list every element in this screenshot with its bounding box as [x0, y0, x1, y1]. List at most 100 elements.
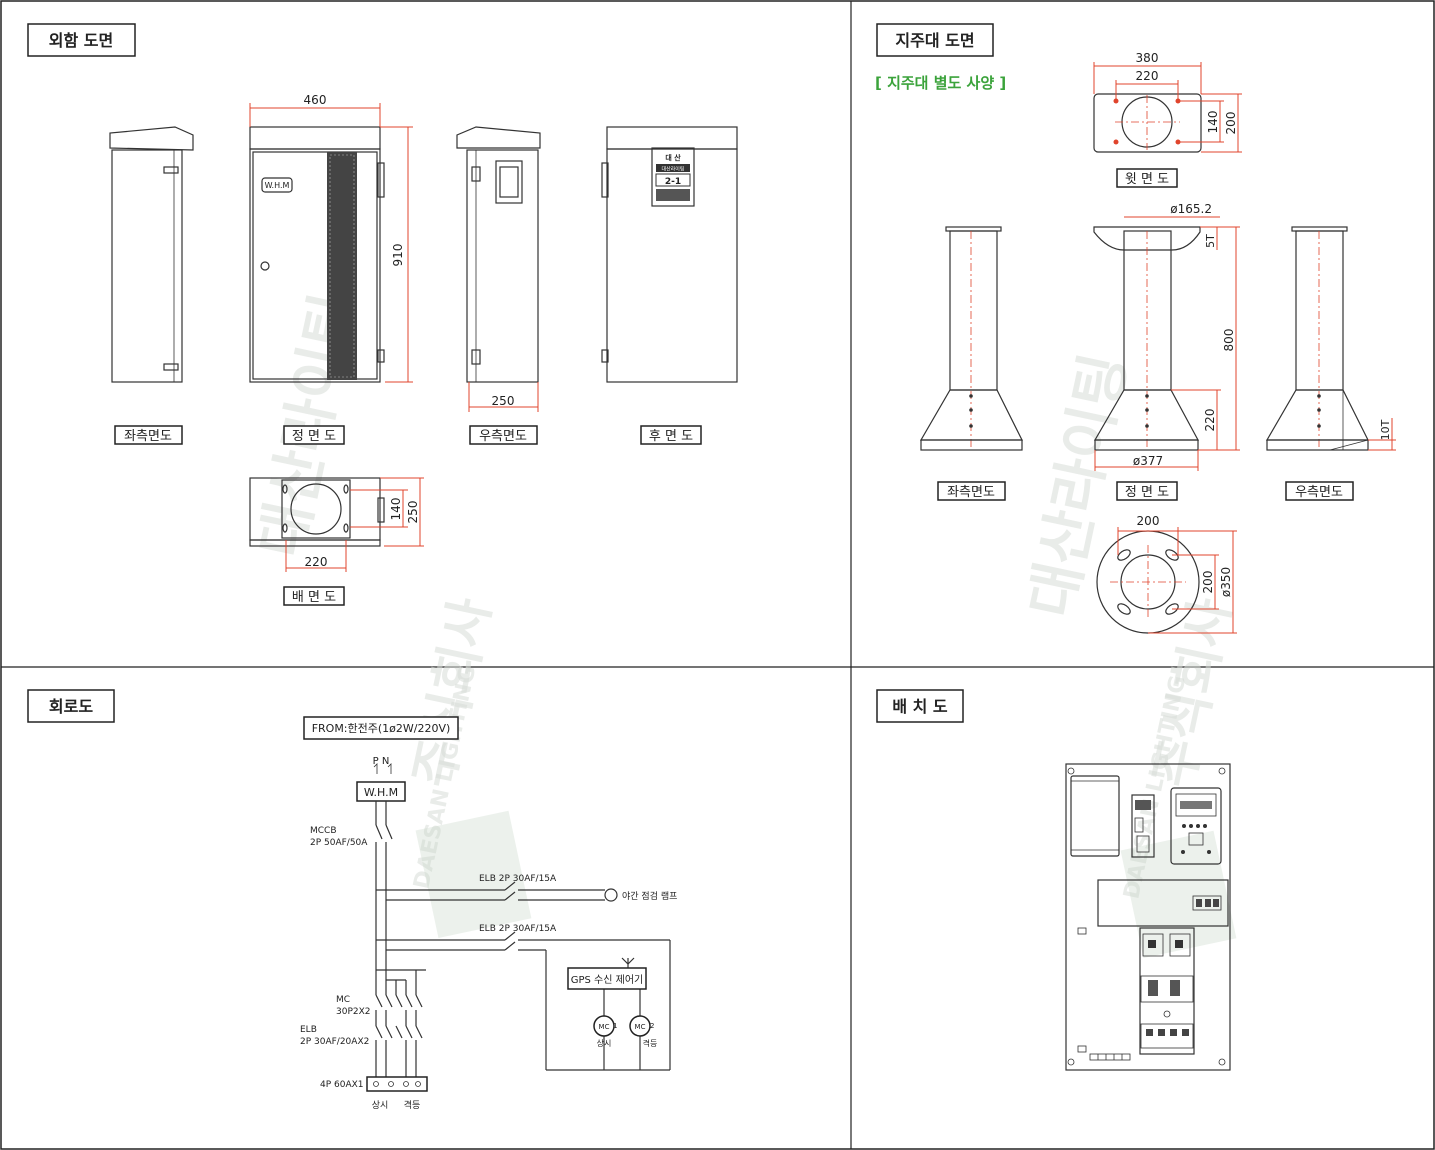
pole-left-label-box — [937, 481, 1006, 501]
circuit-mc-1: MC — [336, 995, 350, 1005]
pole-left-view — [919, 226, 1023, 451]
right-depth-dim: 250 — [492, 394, 515, 408]
pole-left-label: 좌측면도 — [947, 485, 995, 500]
layout-main-breakers — [1139, 927, 1195, 1055]
exterior-right-label-box — [469, 425, 538, 445]
exterior-title-box — [27, 23, 136, 57]
circuit-whm-box — [356, 781, 406, 802]
watermark-logo-2 — [1120, 830, 1237, 959]
back-sign-line2: 대산라이팅 — [661, 166, 684, 173]
circuit-source: FROM:한전주(1ø2W/220V) — [312, 722, 451, 735]
circuit-title: 회로도 — [49, 697, 93, 716]
layout-section: 배 치 도 — [876, 689, 1231, 1071]
exterior-front-label: 정 면 도 — [292, 429, 336, 444]
layout-small-breaker — [1131, 794, 1155, 858]
pole-front-label-box — [1116, 481, 1178, 501]
layout-panel — [1065, 763, 1231, 1071]
bottom-depth-dim: 250 — [406, 501, 420, 524]
circuit-gps-box — [567, 967, 647, 990]
layout-controller — [1170, 787, 1222, 865]
circuit-whm: W.H.M — [364, 786, 398, 799]
circuit-terminal-box — [366, 1076, 428, 1092]
circuit-mc1-label: 상시 — [597, 1038, 612, 1048]
pole-flange-view: 200 200 ø350 — [1096, 514, 1237, 634]
circuit-out2: 격등 — [404, 1099, 421, 1111]
exterior-right-label: 우측면도 — [479, 429, 527, 444]
bottom-inner-height-dim: 140 — [389, 498, 403, 521]
layout-title-box — [876, 689, 964, 723]
circuit-mccb-1: MCCB — [310, 826, 337, 836]
pole-top-view: 380 220 140 200 — [1093, 51, 1242, 153]
circuit-elb1: ELB 2P 30AF/15A — [479, 874, 557, 884]
front-badge: W.H.M — [265, 181, 290, 190]
front-height-dim: 910 — [391, 244, 405, 267]
circuit-title-box — [27, 689, 115, 723]
pole-front-view: ø165.2 5T 800 220 ø377 — [1093, 202, 1240, 471]
exterior-back-label-box — [640, 425, 702, 445]
exterior-left-label: 좌측면도 — [124, 429, 172, 444]
circuit-mc1: MC — [599, 1023, 610, 1031]
pole-top-width-dim: 380 — [1136, 51, 1159, 65]
circuit-mc1-coil — [593, 1015, 615, 1037]
layout-din-rail — [1097, 879, 1229, 927]
pole-top-label: 윗 면 도 — [1125, 172, 1169, 187]
pole-flange-h-dim: 200 — [1201, 571, 1215, 594]
pole-right-label: 우측면도 — [1295, 485, 1343, 500]
circuit-pn: P N — [373, 756, 390, 767]
pole-pipe-dia-dim: ø165.2 — [1170, 202, 1212, 216]
circuit-section: 회로도 FROM:한전주(1ø2W/220V) P N W.H.M MCCB 2… — [27, 689, 677, 1111]
exterior-back-label: 후 면 도 — [649, 429, 693, 444]
layout-title: 배 치 도 — [892, 697, 948, 716]
circuit-gps: GPS 수신 제어기 — [571, 974, 643, 986]
exterior-bottom-label-box — [283, 586, 345, 606]
circuit-mc2-coil — [629, 1015, 651, 1037]
pole-flange-dia-dim: ø350 — [1219, 567, 1233, 597]
exterior-left-label-box — [114, 425, 183, 445]
pole-right-view: 10T — [1265, 226, 1396, 451]
back-view: 대 산 대산라이팅 2-1 — [601, 126, 738, 383]
left-side-view — [109, 126, 194, 383]
circuit-out1: 상시 — [372, 1100, 389, 1111]
bottom-view: 220 140 250 — [249, 477, 424, 572]
pole-base-t-dim: 10T — [1379, 419, 1392, 440]
pole-height-dim: 800 — [1222, 329, 1236, 352]
circuit-mc1-num: 1 — [613, 1022, 617, 1030]
exterior-front-label-box — [283, 425, 345, 445]
bottom-width-dim: 220 — [305, 555, 328, 569]
pole-flange-w-dim: 200 — [1137, 514, 1160, 528]
circuit-mccb-2: 2P 50AF/50A — [310, 838, 368, 848]
circuit-mc-2: 30P2X2 — [336, 1007, 371, 1017]
circuit-terminal: 4P 60AX1 — [320, 1080, 364, 1090]
front-vent-grille — [327, 152, 357, 380]
exterior-title: 외함 도면 — [49, 31, 113, 50]
circuit-mc2-label: 격등 — [643, 1038, 658, 1048]
back-sign-line3: 2-1 — [665, 177, 681, 187]
pole-top-inner-h-dim: 140 — [1206, 111, 1220, 134]
circuit-elb2: ELB 2P 30AF/15A — [479, 924, 557, 934]
layout-meter-box — [1070, 775, 1120, 857]
circuit-elb3-1: ELB — [300, 1025, 317, 1035]
front-view: W.H.M 460 910 — [249, 93, 413, 383]
pole-top-height-dim: 200 — [1224, 112, 1238, 135]
circuit-lamp: 야간 점검 램프 — [622, 890, 677, 902]
pole-top-label-box — [1116, 168, 1178, 188]
right-side-view: 250 — [456, 126, 541, 412]
pole-top-inner-dim: 220 — [1136, 69, 1159, 83]
pole-note: [ 지주대 별도 사양 ] — [875, 74, 1006, 92]
exterior-bottom-label: 배 면 도 — [292, 590, 336, 605]
watermark-logo-1 — [415, 810, 532, 939]
front-width-dim: 460 — [304, 93, 327, 107]
pole-plate-t-dim: 5T — [1204, 234, 1217, 248]
pole-title: 지주대 도면 — [895, 31, 974, 50]
pole-right-label-box — [1285, 481, 1354, 501]
circuit-elb3-2: 2P 30AF/20AX2 — [300, 1037, 369, 1047]
circuit-source-box — [303, 716, 459, 740]
back-sign-line1: 대 산 — [665, 153, 681, 162]
exterior-section: 외함 도면 좌측면도 W.H.M 460 — [27, 23, 738, 606]
pole-front-label: 정 면 도 — [1125, 485, 1169, 500]
circuit-mc2-num: 2 — [650, 1022, 654, 1030]
pole-base-h-dim: 220 — [1203, 409, 1217, 432]
